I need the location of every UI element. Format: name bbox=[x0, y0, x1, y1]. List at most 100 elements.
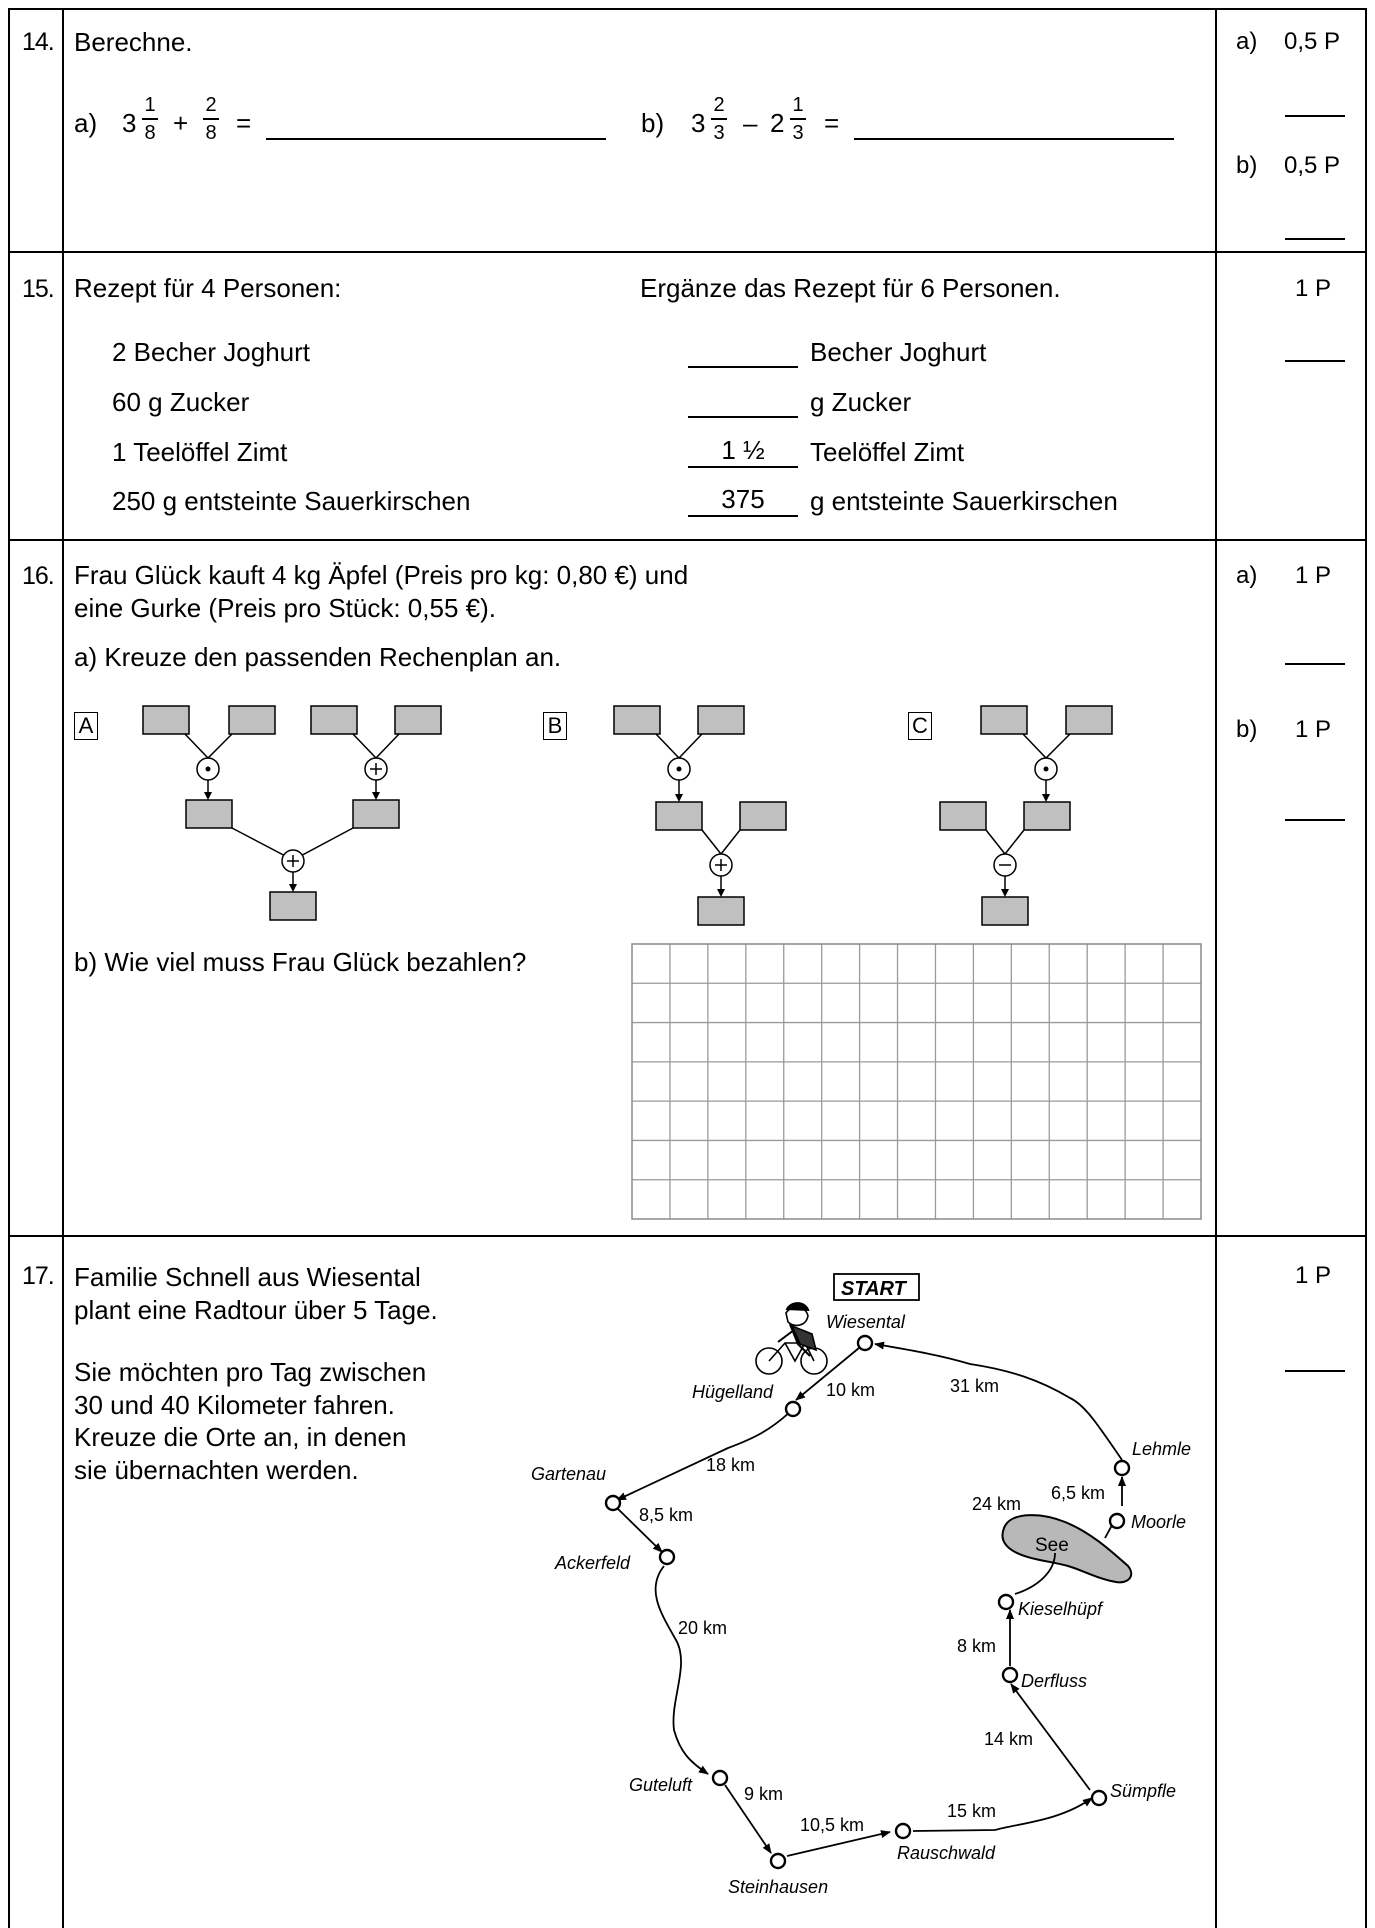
stop-guteluft[interactable] bbox=[711, 1769, 729, 1787]
plan-c-box bbox=[1065, 705, 1113, 735]
place-label: Steinhausen bbox=[728, 1877, 828, 1897]
q14a-whole: 3 bbox=[122, 108, 137, 138]
q16-points-b-label: b) bbox=[1236, 716, 1258, 743]
q15-ingredient-4: 250 g entsteinte Sauerkirschen bbox=[112, 486, 471, 516]
q15-ingredient-4: 2 Becher Joghurt bbox=[112, 337, 311, 367]
distance-label: 8,5 km bbox=[639, 1505, 693, 1525]
plan-a-box bbox=[142, 705, 190, 735]
place-label: Wiesental bbox=[826, 1312, 906, 1332]
distance-label: 15 km bbox=[947, 1801, 996, 1821]
plan-a-box bbox=[394, 705, 442, 735]
stop-kieselhuepf[interactable] bbox=[997, 1593, 1015, 1611]
plan-c-box bbox=[939, 801, 987, 831]
plan-a-box bbox=[352, 799, 400, 829]
q14a-answer-blank[interactable] bbox=[266, 138, 606, 140]
q15-unit-6: Teelöffel Zimt bbox=[810, 437, 965, 467]
stop-gartenau[interactable] bbox=[604, 1494, 622, 1512]
table-border-top bbox=[8, 8, 1367, 10]
q16-option-b-checkbox[interactable]: B bbox=[543, 712, 567, 740]
place-label: Rauschwald bbox=[897, 1843, 996, 1863]
question-15-number: 15. bbox=[22, 275, 55, 303]
place-label: Gartenau bbox=[531, 1464, 606, 1484]
distance-label: 8 km bbox=[957, 1636, 996, 1656]
stop-derfluss[interactable] bbox=[1001, 1666, 1019, 1684]
stop-huegelland[interactable] bbox=[784, 1400, 802, 1418]
plan-b-box bbox=[739, 801, 787, 831]
stop-wiesental[interactable] bbox=[856, 1334, 874, 1352]
stop-moorle[interactable] bbox=[1108, 1512, 1126, 1530]
stop-lehmle[interactable] bbox=[1113, 1459, 1131, 1477]
place-label: Ackerfeld bbox=[554, 1553, 631, 1573]
plan-c-box bbox=[980, 705, 1028, 735]
q17-text-line: Kreuze die Orte an, in denen bbox=[74, 1422, 407, 1452]
stop-ackerfeld[interactable] bbox=[658, 1548, 676, 1566]
place-label: Guteluft bbox=[629, 1775, 693, 1795]
q17-points: 1 P bbox=[1295, 1262, 1332, 1289]
stop-steinhausen[interactable] bbox=[769, 1852, 787, 1870]
cyclist-icon bbox=[755, 1302, 828, 1375]
q14a-frac1-numerator: 1 bbox=[144, 94, 156, 116]
q14b-frac1-denominator: 3 bbox=[713, 121, 725, 144]
q14-score-blank-b[interactable] bbox=[1285, 238, 1345, 240]
q14b-frac2-numerator: 1 bbox=[792, 94, 804, 116]
q15-answer-6[interactable]: 375 bbox=[721, 484, 765, 514]
distance-label: 10,5 km bbox=[800, 1815, 864, 1835]
q14b-whole-1: 3 bbox=[691, 108, 706, 138]
plan-c-box bbox=[981, 896, 1029, 926]
q16-text-line-1: Frau Glück kauft 4 kg Äpfel (Preis pro k… bbox=[74, 560, 689, 590]
q17-score-blank[interactable] bbox=[1285, 1370, 1345, 1372]
q15-ingredient-4: 1 Teelöffel Zimt bbox=[112, 437, 288, 467]
q16-score-blank-b[interactable] bbox=[1285, 819, 1345, 821]
q16-points-a-label: a) bbox=[1236, 562, 1258, 589]
q15-unit-6: g Zucker bbox=[810, 387, 912, 417]
q15-answer-blank[interactable] bbox=[688, 466, 798, 468]
q14a-frac1-denominator: 8 bbox=[144, 121, 156, 144]
q14-score-blank-a[interactable] bbox=[1285, 115, 1345, 117]
points-column-divider bbox=[1215, 8, 1217, 1928]
q15-score-blank[interactable] bbox=[1285, 360, 1345, 362]
row-divider-16-17 bbox=[8, 1235, 1367, 1237]
place-label: Moorle bbox=[1131, 1512, 1186, 1532]
q16-option-c-checkbox[interactable]: C bbox=[908, 712, 932, 740]
q14a-label: a) bbox=[74, 108, 98, 138]
q16-points-b: 1 P bbox=[1295, 716, 1332, 743]
q17-route-map: See START bbox=[531, 1273, 1191, 1897]
q14-points-b: 0,5 P bbox=[1284, 152, 1341, 179]
q16-working-grid[interactable] bbox=[631, 943, 1202, 1220]
q15-answer-blank[interactable] bbox=[688, 515, 798, 517]
distance-label: 10 km bbox=[826, 1380, 875, 1400]
lake-label: See bbox=[1035, 1535, 1069, 1556]
q14-points-a-label: a) bbox=[1236, 28, 1258, 55]
q14b-answer-blank[interactable] bbox=[854, 138, 1174, 140]
q15-answer-blank[interactable] bbox=[688, 366, 798, 368]
q15-answer-blank[interactable] bbox=[688, 416, 798, 418]
place-label: Lehmle bbox=[1132, 1439, 1191, 1459]
q14a-plus: + bbox=[173, 108, 189, 138]
q14b-label: b) bbox=[641, 108, 665, 138]
q17-text-line: plant eine Radtour über 5 Tage. bbox=[74, 1295, 438, 1325]
question-16-number: 16. bbox=[22, 562, 55, 590]
q15-unit-6: g entsteinte Sauerkirschen bbox=[810, 486, 1118, 516]
distance-label: 31 km bbox=[950, 1376, 999, 1396]
q14a-equals: = bbox=[236, 108, 252, 138]
plan-b-box bbox=[655, 801, 703, 831]
q14b-whole-2: 2 bbox=[770, 108, 785, 138]
q14-points-b-label: b) bbox=[1236, 152, 1258, 179]
q16-task-a: a) Kreuze den passenden Rechenplan an. bbox=[74, 642, 562, 672]
q16-score-blank-a[interactable] bbox=[1285, 663, 1345, 665]
q14b-fraction-2: 1 3 bbox=[790, 94, 806, 144]
q14-points-a: 0,5 P bbox=[1284, 28, 1341, 55]
plan-b-box bbox=[613, 705, 661, 735]
q14b-frac2-denominator: 3 bbox=[792, 121, 804, 144]
stop-suempfle[interactable] bbox=[1090, 1789, 1108, 1807]
q14b-minus: – bbox=[743, 108, 758, 138]
q15-left-title: Rezept für 4 Personen: bbox=[74, 273, 342, 303]
q14b-frac1-numerator: 2 bbox=[713, 94, 725, 116]
distance-label: 6,5 km bbox=[1051, 1483, 1105, 1503]
q15-answer-6[interactable]: 1 ½ bbox=[721, 435, 765, 465]
stop-rauschwald[interactable] bbox=[894, 1822, 912, 1840]
number-column-divider bbox=[62, 8, 64, 1928]
q16-option-a-checkbox[interactable]: A bbox=[74, 712, 98, 740]
question-17-number: 17. bbox=[22, 1262, 55, 1290]
q15-ingredient-4: 60 g Zucker bbox=[112, 387, 250, 417]
